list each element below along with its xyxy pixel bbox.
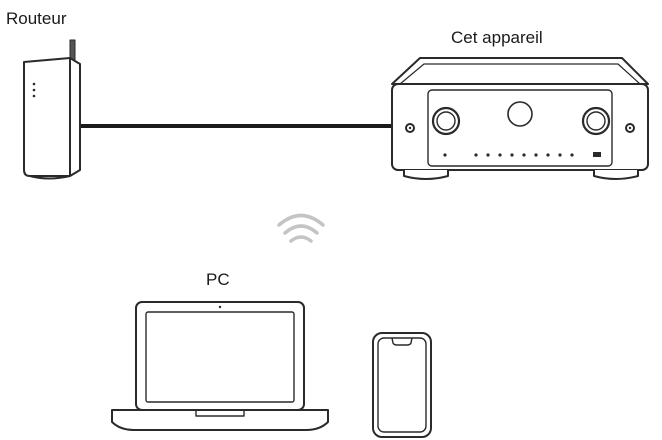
smartphone-icon bbox=[372, 332, 432, 438]
router-icon bbox=[23, 39, 81, 180]
router-label: Routeur bbox=[6, 9, 67, 28]
laptop-icon bbox=[111, 301, 329, 431]
device-label: Cet appareil bbox=[451, 28, 543, 47]
pc-label: PC bbox=[206, 270, 230, 289]
wifi-icon bbox=[277, 213, 325, 243]
av-receiver-icon bbox=[391, 57, 649, 180]
